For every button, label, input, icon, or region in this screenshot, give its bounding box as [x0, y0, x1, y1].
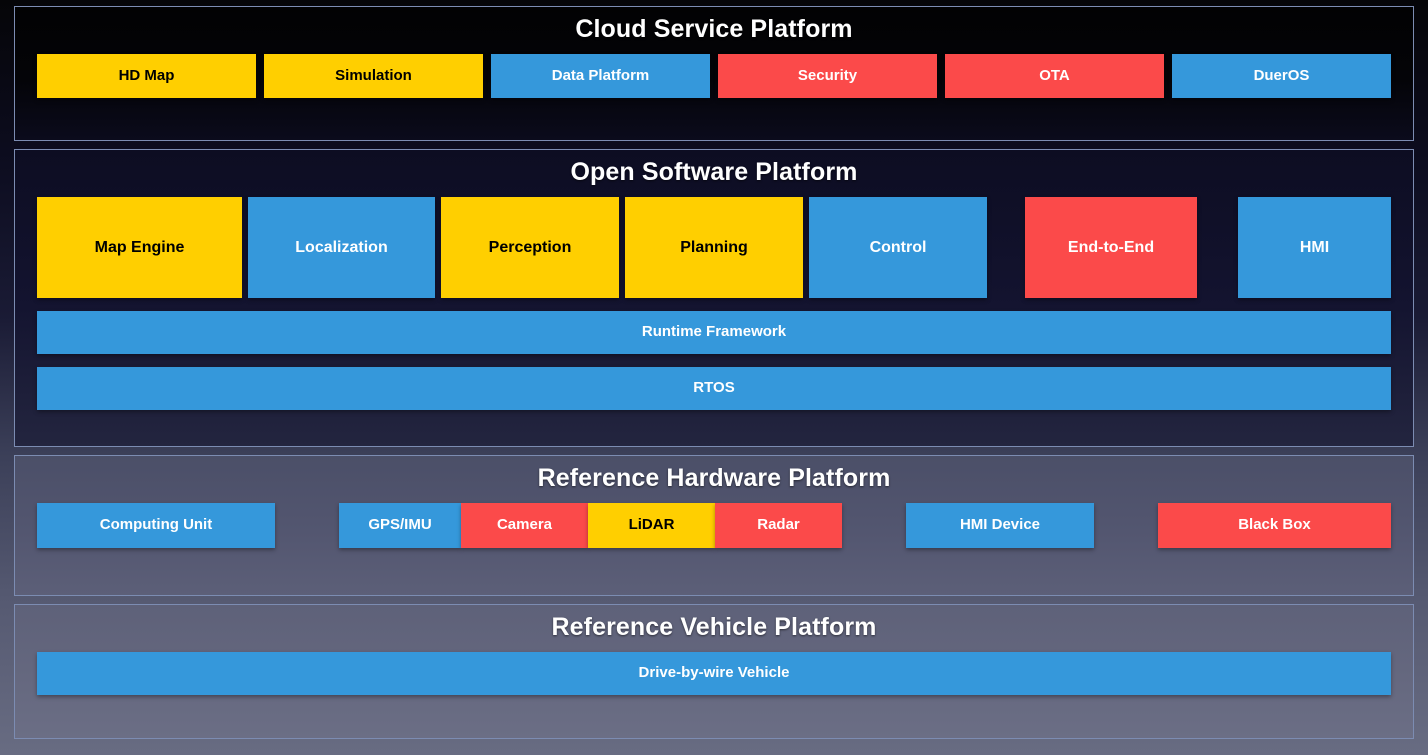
block-localization[interactable]: Localization [248, 196, 435, 298]
block-hmi-device[interactable]: HMI Device [906, 502, 1094, 548]
block-ota[interactable]: OTA [945, 53, 1164, 98]
block-simulation[interactable]: Simulation [264, 53, 483, 98]
block-control[interactable]: Control [809, 196, 987, 298]
block-dueros[interactable]: DuerOS [1172, 53, 1391, 98]
block-security[interactable]: Security [718, 53, 937, 98]
layer-open-software-platform: Open Software Platform Map Engine Locali… [14, 149, 1414, 447]
hardware-component-row: Computing Unit GPS/IMU Camera LiDAR Rada… [37, 502, 1391, 548]
block-rtos[interactable]: RTOS [37, 366, 1391, 410]
block-drive-by-wire-vehicle[interactable]: Drive-by-wire Vehicle [37, 651, 1391, 695]
block-lidar[interactable]: LiDAR [588, 502, 715, 548]
block-gps-imu[interactable]: GPS/IMU [339, 502, 461, 548]
sensor-group: GPS/IMU Camera LiDAR Radar [339, 502, 842, 548]
layer-reference-hardware-platform: Reference Hardware Platform Computing Un… [14, 455, 1414, 596]
block-hd-map[interactable]: HD Map [37, 53, 256, 98]
block-end-to-end[interactable]: End-to-End [1025, 196, 1197, 298]
layer-cloud-service-platform: Cloud Service Platform HD Map Simulation… [14, 6, 1414, 141]
block-camera[interactable]: Camera [461, 502, 588, 548]
block-hmi[interactable]: HMI [1238, 196, 1391, 298]
block-black-box[interactable]: Black Box [1158, 502, 1391, 548]
layer-title-reference-hardware-platform: Reference Hardware Platform [537, 464, 891, 492]
layer-reference-vehicle-platform: Reference Vehicle Platform Drive-by-wire… [14, 604, 1414, 739]
open-software-module-row: Map Engine Localization Perception Plann… [37, 196, 1391, 298]
layer-title-cloud-service-platform: Cloud Service Platform [575, 15, 853, 43]
block-map-engine[interactable]: Map Engine [37, 196, 242, 298]
layer-title-open-software-platform: Open Software Platform [570, 158, 858, 186]
block-runtime-framework[interactable]: Runtime Framework [37, 310, 1391, 354]
layer-title-reference-vehicle-platform: Reference Vehicle Platform [551, 613, 877, 641]
block-planning[interactable]: Planning [625, 196, 803, 298]
block-computing-unit[interactable]: Computing Unit [37, 502, 275, 548]
block-perception[interactable]: Perception [441, 196, 619, 298]
cloud-service-item-row: HD Map Simulation Data Platform Security… [37, 53, 1391, 98]
block-radar[interactable]: Radar [715, 502, 842, 548]
block-data-platform[interactable]: Data Platform [491, 53, 710, 98]
